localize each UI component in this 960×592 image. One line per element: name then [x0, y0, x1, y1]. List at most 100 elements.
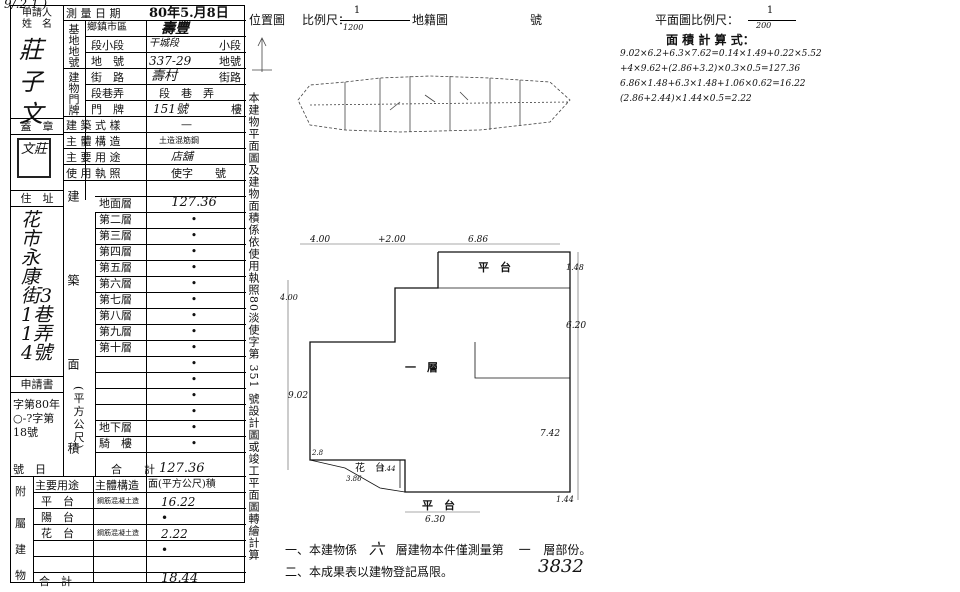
dim-small-a: 2.8: [312, 449, 324, 457]
calc-line: +4×9.62+(2.86+3.2)×0.3×0.5=127.36: [620, 64, 801, 74]
floor-area-value: •: [190, 341, 198, 354]
application-label: 申請書: [20, 378, 54, 391]
location-map: [252, 37, 571, 133]
survey-date-label: 測 量 日 期: [66, 7, 121, 20]
building-label: 建: [15, 543, 26, 556]
section-label: 段小段: [91, 39, 124, 52]
annex-header-use: 主要用途: [35, 479, 79, 492]
calc-line: 6.86×1.48+6.3×1.48+1.06×0.62=16.22: [620, 79, 806, 89]
annex-use: 平 台: [41, 495, 74, 508]
note1-value: 六: [368, 540, 384, 558]
dim-bottom-r: 1.44: [556, 495, 574, 504]
application-number: 字第80年 ○-?字第 18號: [13, 398, 60, 439]
lot-unit: 地號: [219, 55, 241, 68]
style-label: 建 築 式 樣: [66, 119, 121, 132]
area-group-label: 建 築 面 積: [66, 190, 80, 484]
seal-label: 蓋 章: [20, 120, 54, 133]
note1-end: 層部份。: [543, 543, 592, 557]
dim-right-low: 7.42: [540, 429, 561, 439]
floor-area-value: •: [190, 421, 198, 434]
annex-header-area: 面(平方公尺)積: [148, 479, 216, 490]
note1-value2: 一: [517, 543, 530, 557]
survey-date-value: 80年5.月8日: [149, 6, 229, 21]
floor-area-value: •: [190, 229, 198, 242]
object-label: 物: [15, 569, 26, 582]
plan-scale-den: 200: [756, 21, 772, 30]
lot-value: 337-29: [149, 54, 192, 68]
floor-area-value: •: [190, 293, 198, 306]
floor-area-value: •: [190, 373, 198, 386]
floor-name: 第七層: [99, 293, 132, 306]
cadastral-label: 地籍圖: [412, 13, 449, 27]
floor-plan: [287, 243, 579, 513]
floor-name: 第四層: [99, 245, 132, 258]
annex-area: •: [161, 511, 169, 525]
street-value: 壽村: [151, 69, 178, 84]
calc-line: 9.02×6.2+6.3×7.62=0.14×1.49+0.22×5.52: [620, 49, 822, 59]
location-scale-den: 1200: [343, 23, 364, 32]
dim-top-left: 4.00: [310, 235, 331, 245]
note-2: 二、本成果表以建物登記爲限。: [285, 565, 454, 579]
street-label: 街 路: [91, 71, 124, 84]
location-scale-line: [340, 20, 410, 21]
plan-scale-line: [748, 20, 796, 21]
annex-header-struct: 主體構造: [95, 479, 139, 492]
structure-label: 主 體 構 造: [66, 135, 121, 148]
floor-name: 騎 樓: [99, 437, 132, 450]
number-label: 門 牌: [91, 103, 124, 116]
first-floor-label: 一 層: [405, 361, 438, 374]
floor-name: 第十層: [99, 341, 132, 354]
lane-label: 段巷弄: [91, 87, 124, 100]
annex-area: 16.22: [161, 495, 196, 509]
floor-area-value: •: [190, 437, 198, 450]
floor-area-value: •: [190, 405, 198, 418]
map-number-label: 號: [530, 13, 543, 27]
structure-value: 土造混筋鋼: [159, 136, 199, 145]
seal-stamp: 文莊: [17, 138, 51, 178]
calc-line: (2.86+2.44)×1.44×0.5=2.22: [620, 94, 752, 104]
annex-struct: 鋼筋混凝土造: [97, 497, 139, 505]
platform-bottom-label: 平 台: [422, 499, 455, 512]
dim-left-b: 9.02: [288, 391, 309, 401]
dim-right-top: 1.48: [566, 263, 584, 272]
floor-name: 第三層: [99, 229, 132, 242]
floor-area-value: •: [190, 245, 198, 258]
floor-unit: 樓: [231, 103, 242, 116]
floor-area-value: 127.36: [171, 195, 217, 210]
dim-top-right: 6.86: [468, 235, 489, 245]
floor-area-value: •: [190, 213, 198, 226]
address-label: 住 址: [20, 192, 54, 205]
floor-name: 第二層: [99, 213, 132, 226]
floor-name: 第八層: [99, 309, 132, 322]
plan-scale-label: 平面圖比例尺：: [655, 13, 740, 27]
dim-bottom-w: 6.30: [425, 515, 446, 525]
date-label: 號 日: [13, 463, 46, 476]
door-label: 建 物 門 牌: [68, 71, 80, 117]
drawing-note-vertical: 本建物平面圖及建物面積係依使用執照80淡使字第 351 號設計圖或竣工平面圖轉繪…: [247, 92, 260, 561]
area-unit-label: (平方公尺): [72, 386, 85, 451]
dim-top-mid: +2.00: [378, 235, 406, 245]
annex-use: 陽 台: [41, 511, 74, 524]
note1-suffix: 層建物本件僅測量第: [395, 543, 504, 557]
address-value: 花市永康街31巷1弄4號: [21, 209, 53, 364]
annex-total-label: 合 計: [39, 575, 72, 588]
annex-area: 2.22: [161, 527, 188, 541]
annex-label: 附: [15, 485, 26, 498]
location-scale-label: 比例尺：: [302, 13, 351, 27]
floor-name: 第五層: [99, 261, 132, 274]
license-label: 使 用 執 照: [66, 167, 121, 180]
note-1: 一、本建物係 六 層建物本件僅測量第 一 層部份。: [285, 542, 591, 557]
dim-left-a: 4.00: [280, 293, 298, 302]
location-scale-num: 1: [353, 5, 361, 16]
number-value: 151號: [153, 102, 188, 116]
floor-name: 地下層: [99, 421, 132, 434]
applicant-name: 莊子文: [19, 36, 43, 128]
seal-mark: 文莊: [20, 142, 47, 157]
style-value: —: [181, 118, 192, 131]
section-value: 干城段: [149, 38, 179, 49]
floor-name: 第六層: [99, 277, 132, 290]
subsidiary-label: 屬: [15, 517, 26, 530]
floor-area-value: •: [190, 357, 198, 370]
floor-area-value: •: [190, 309, 198, 322]
